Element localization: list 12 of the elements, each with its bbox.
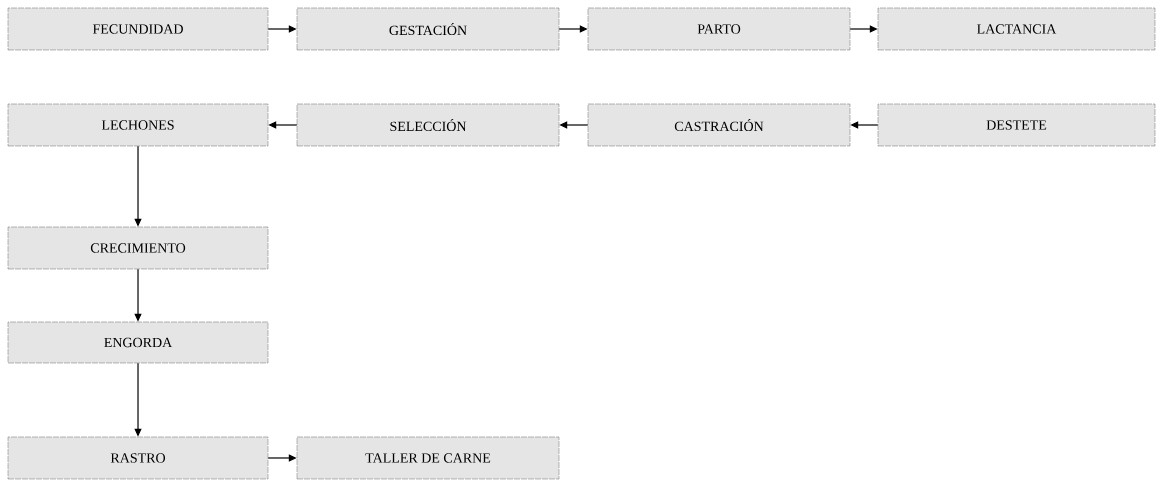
process-box: CASTRACIÓN — [587, 103, 851, 147]
process-box: DESTETE — [877, 103, 1156, 147]
process-box: TALLER DE CARNE — [296, 436, 560, 480]
process-box: RASTRO — [7, 436, 269, 480]
process-box: ENGORDA — [7, 321, 269, 364]
process-box: GESTACIÓN — [296, 7, 560, 51]
process-box: SELECCIÓN — [296, 103, 560, 147]
process-box: LACTANCIA — [877, 7, 1156, 51]
process-box: CRECIMIENTO — [7, 226, 269, 270]
process-box: PARTO — [587, 7, 851, 51]
process-box: FECUNDIDAD — [7, 7, 269, 51]
process-box: LECHONES — [7, 103, 269, 147]
